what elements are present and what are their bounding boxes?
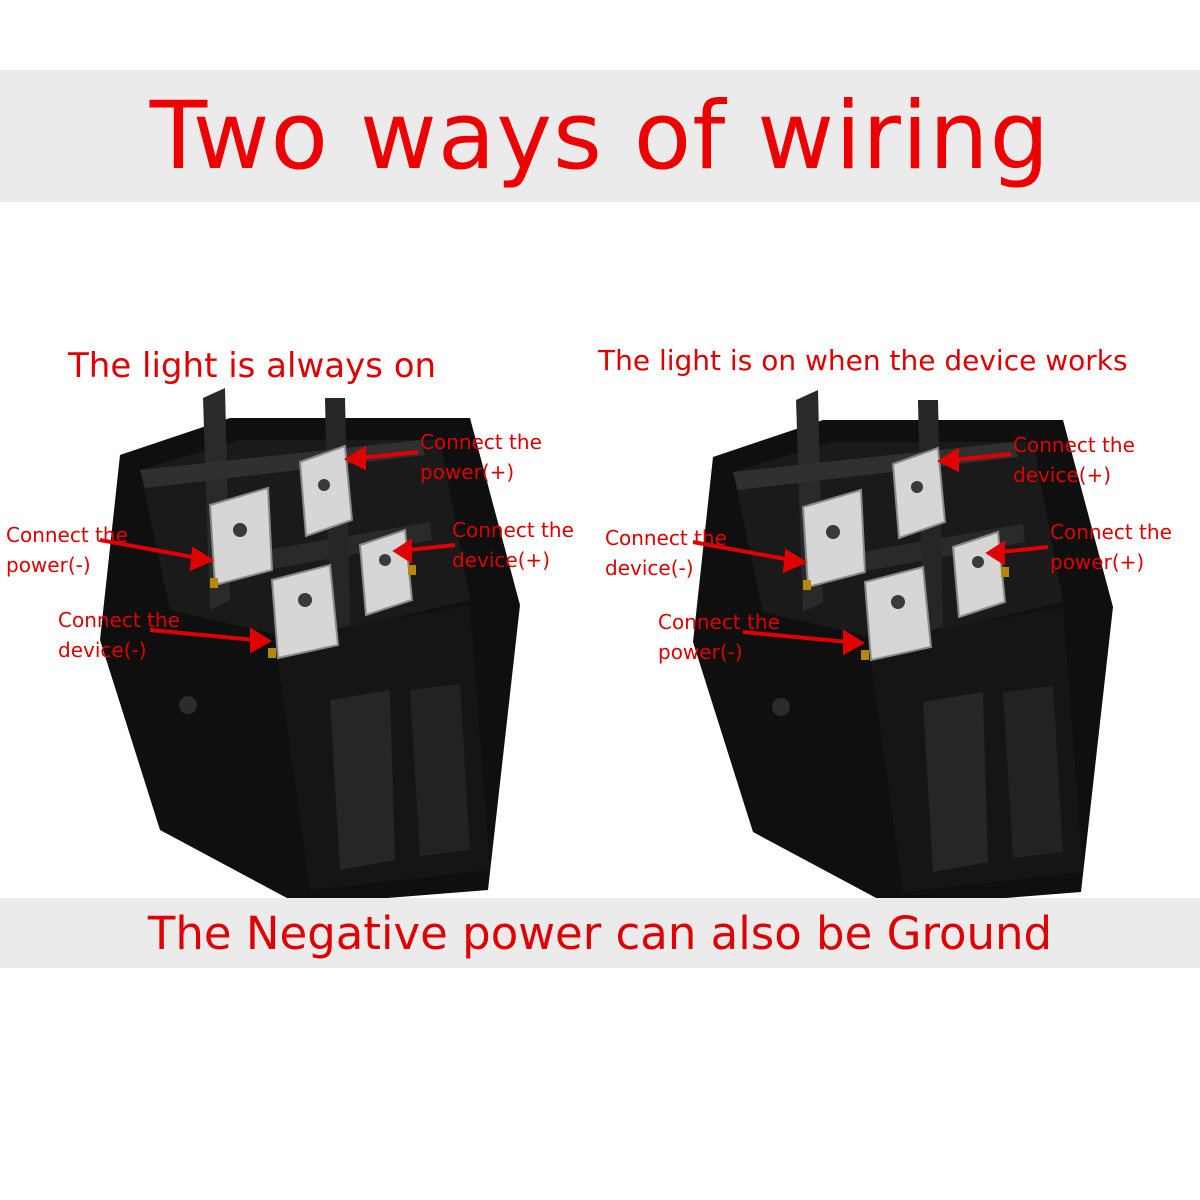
label-line: Connect the [58, 608, 180, 632]
label-line: Connect the [420, 430, 542, 454]
label-line: Connect the [1050, 520, 1172, 544]
terminal-top-right [891, 446, 947, 540]
label-line: Connect the [1013, 433, 1135, 457]
label-line: device(+) [452, 548, 551, 572]
label-right-top-right: Connect the device(+) [1013, 430, 1135, 490]
label-right-bottom: Connect the power(-) [658, 607, 780, 667]
label-line: device(+) [1013, 463, 1112, 487]
label-line: device(-) [58, 638, 147, 662]
terminal-mid-right [951, 530, 1007, 619]
label-line: Connect the [452, 518, 574, 542]
label-line: power(-) [658, 640, 743, 664]
label-left-mid-right: Connect the device(+) [452, 515, 574, 575]
label-line: power(+) [420, 460, 515, 484]
panel-heading-left: The light is always on [68, 346, 437, 386]
label-right-mid-left: Connect the device(-) [605, 523, 727, 583]
label-left-mid-left: Connect the power(-) [6, 520, 128, 580]
label-line: power(+) [1050, 550, 1145, 574]
label-line: Connect the [658, 610, 780, 634]
label-left-top-right: Connect the power(+) [420, 427, 542, 487]
footer-note: The Negative power can also be Ground [147, 906, 1053, 960]
footer-banner: The Negative power can also be Ground [0, 898, 1200, 968]
label-line: Connect the [605, 526, 727, 550]
label-line: device(-) [605, 556, 694, 580]
terminal-bottom [270, 563, 340, 660]
label-line: Connect the [6, 523, 128, 547]
panel-heading-right: The light is on when the device works [598, 344, 1128, 377]
title-banner: Two ways of wiring [0, 70, 1200, 202]
terminal-bottom [863, 565, 933, 662]
label-right-mid-right: Connect the power(+) [1050, 517, 1172, 577]
label-line: power(-) [6, 553, 91, 577]
page-title: Two ways of wiring [149, 81, 1051, 191]
terminal-top-right [298, 444, 354, 538]
label-left-bottom: Connect the device(-) [58, 605, 180, 665]
